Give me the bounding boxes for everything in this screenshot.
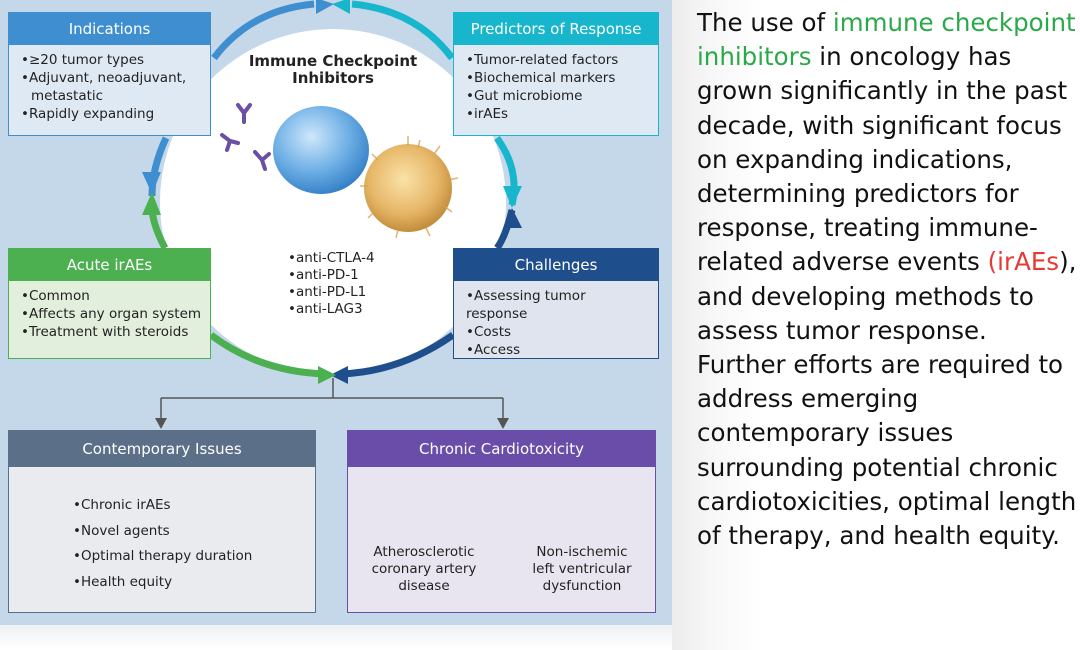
chronic-cardiotoxicity-box: Chronic Cardiotoxicity	[347, 430, 656, 613]
list-item: irAEs	[466, 105, 650, 123]
cycle-arc-top-left	[211, 0, 315, 61]
figure-bottom-strip	[0, 625, 672, 650]
cycle-arc-bottom-right	[339, 332, 456, 378]
arrowhead-bottom-right	[330, 366, 348, 384]
acute-iraes-header: Acute irAEs	[9, 249, 210, 281]
cycle-arc-top-right	[351, 0, 455, 61]
t-cell-icon	[273, 106, 369, 194]
predictors-box: Predictors of Response Tumor-related fac…	[453, 12, 659, 136]
list-item: Rapidly expanding	[21, 105, 202, 123]
drug-list: anti-CTLA-4 anti-PD-1 anti-PD-L1 anti-LA…	[288, 250, 375, 318]
atherosclerotic-caption: Atherosclerotic coronary artery disease	[371, 544, 477, 594]
non-ischemic-caption: Non-ischemic left ventricular dysfunctio…	[532, 544, 632, 594]
arrowhead-top-left	[316, 0, 334, 14]
list-item: Optimal therapy duration	[73, 544, 315, 570]
arrowhead-right-up	[503, 208, 522, 228]
list-item: Assessing tumor response	[466, 287, 650, 323]
indications-header: Indications	[9, 13, 210, 45]
list-item: Adjuvant, neoadjuvant,metastatic	[21, 69, 202, 105]
center-disc	[160, 29, 506, 375]
list-item: Costs	[466, 323, 650, 341]
highlight-immune-checkpoint-inhibitors: immune checkpoint inhibitors	[697, 8, 1076, 72]
arrowhead-top-right	[332, 0, 350, 14]
list-item: Health equity	[73, 570, 315, 596]
center-title: Immune Checkpoint Inhibitors	[248, 52, 418, 87]
list-item: ≥20 tumor types	[21, 51, 202, 69]
list-item: Affects any organ system	[21, 305, 202, 323]
tumor-cell-icon	[360, 136, 459, 239]
arrowhead-left	[142, 192, 161, 215]
indications-box: Indications ≥20 tumor types Adjuvant, ne…	[8, 12, 211, 136]
list-item: Tumor-related factors	[466, 51, 650, 69]
cycle-arc-bottom-left	[208, 332, 327, 378]
list-item: Gut microbiome	[466, 87, 650, 105]
drug-item: anti-PD-L1	[288, 284, 375, 301]
list-item: Treatment with steroids	[21, 323, 202, 341]
arrowhead-right	[503, 186, 522, 208]
contemporary-issues-box: Contemporary Issues Chronic irAEs Novel …	[8, 430, 316, 613]
acute-iraes-box: Acute irAEs Common Affects any organ sys…	[8, 248, 211, 359]
connector-arrow-right	[497, 418, 509, 429]
predictors-header: Predictors of Response	[454, 13, 658, 45]
list-item: Biochemical markers	[466, 69, 650, 87]
arrowhead-left-down	[142, 172, 161, 194]
drug-item: anti-CTLA-4	[288, 250, 375, 267]
antibody-icon	[220, 103, 271, 171]
central-illustration: Immune Checkpoint Inhibitors anti-CTLA-4…	[0, 0, 672, 625]
list-item: Common	[21, 287, 202, 305]
list-item: Access	[466, 341, 650, 359]
chronic-cardiotoxicity-header: Chronic Cardiotoxicity	[348, 431, 655, 467]
contemporary-issues-header: Contemporary Issues	[9, 431, 315, 467]
list-item: Novel agents	[73, 519, 315, 545]
challenges-header: Challenges	[454, 249, 658, 281]
drug-item: anti-PD-1	[288, 267, 375, 284]
highlight-iraes: (irAEs	[987, 247, 1060, 277]
summary-paragraph: The use of immune checkpoint inhibitors …	[697, 8, 1077, 551]
text-panel-background	[672, 0, 1080, 650]
connector-arrow-left	[155, 418, 167, 429]
challenges-box: Challenges Assessing tumor response Cost…	[453, 248, 659, 359]
list-item: Chronic irAEs	[73, 493, 315, 519]
drug-item: anti-LAG3	[288, 301, 375, 318]
arrowhead-bottom-left	[318, 366, 336, 384]
